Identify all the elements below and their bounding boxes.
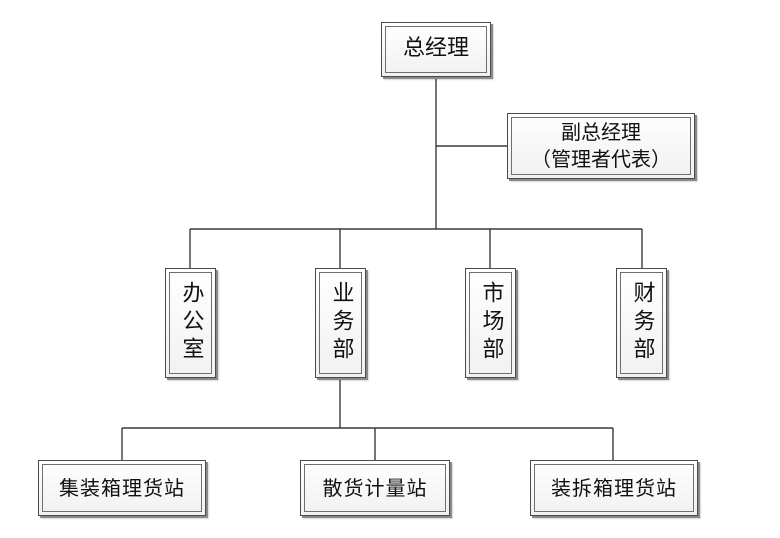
node-finance-dept: 财务部 [616, 268, 667, 378]
node-container-yard-label: 集装箱理货站 [59, 476, 185, 500]
node-office-label: 办公室 [178, 281, 204, 365]
node-bulk-station: 散货计量站 [300, 460, 450, 516]
node-general-manager-label: 总经理 [402, 36, 469, 62]
node-deputy-general-manager: 副总经理 （管理者代表） [507, 113, 695, 179]
node-finance-dept-label: 财务部 [629, 281, 655, 365]
node-unpack-station: 装拆箱理货站 [530, 460, 698, 516]
node-deputy-general-manager-label: 副总经理 （管理者代表） [531, 120, 671, 171]
node-business-dept-label: 业务部 [328, 281, 354, 365]
node-market-dept: 市场部 [465, 268, 516, 378]
node-business-dept: 业务部 [315, 268, 366, 378]
node-general-manager: 总经理 [381, 22, 491, 77]
node-bulk-station-label: 散货计量站 [322, 476, 428, 500]
node-unpack-station-label: 装拆箱理货站 [551, 476, 677, 500]
node-market-dept-label: 市场部 [478, 281, 504, 365]
node-office: 办公室 [165, 268, 216, 378]
node-container-yard: 集装箱理货站 [38, 460, 206, 516]
